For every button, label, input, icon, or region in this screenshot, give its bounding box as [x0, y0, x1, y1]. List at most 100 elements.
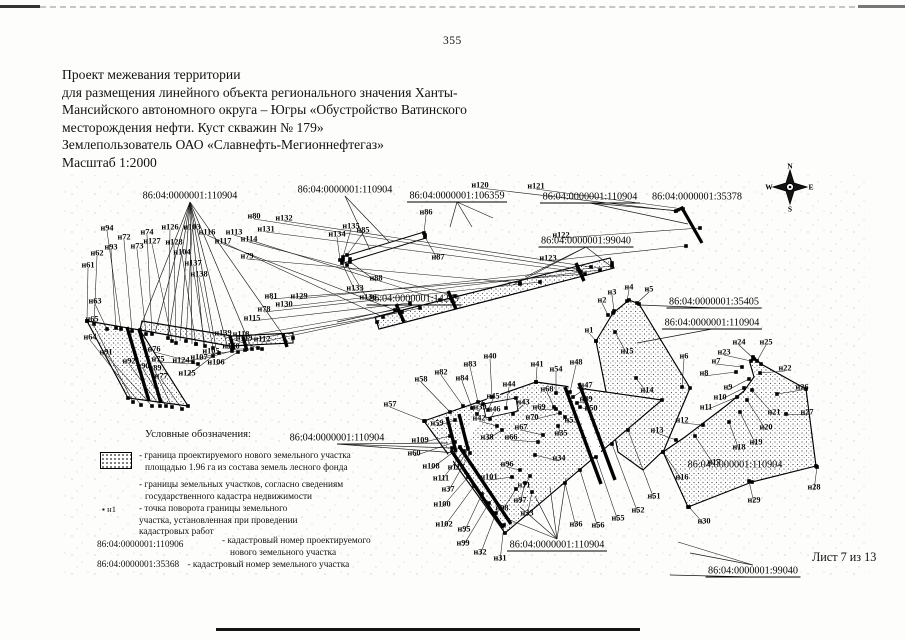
turning-point-marker [393, 308, 397, 312]
point-leader-line [756, 344, 767, 362]
map-point-label: н69 [532, 403, 545, 412]
map-point-label: н128 [165, 238, 182, 247]
turning-point-marker [470, 406, 474, 410]
cadastral-number-label: 86:04:0000001:110904 [298, 185, 393, 196]
parcel-edge-line [343, 237, 427, 264]
point-leader-line [389, 406, 426, 422]
map-point-label: н73 [130, 242, 143, 251]
map-point-label: н96 [500, 460, 513, 469]
turning-point-marker [674, 438, 678, 442]
compass-label-s: S [788, 205, 792, 214]
legend-parcel-swatch [100, 452, 132, 469]
turning-point-marker [423, 233, 427, 237]
map-point-label: н93 [104, 243, 117, 252]
turning-point-marker [510, 475, 514, 479]
cadastral-number-label: 86:04:0000001:14249 [369, 294, 459, 305]
cadastral-leader-line [556, 477, 567, 540]
map-point-label: н132 [275, 214, 292, 223]
point-leader-line [420, 381, 451, 413]
point-leader-line [198, 350, 233, 361]
map-point-label: н127 [143, 237, 160, 246]
map-point-label: н64 [83, 333, 96, 342]
map-point-label: н74 [140, 228, 153, 237]
turning-point-marker [514, 396, 518, 400]
point-leader-line [136, 248, 147, 335]
point-leader-line [233, 234, 441, 301]
map-point-label: н34 [552, 454, 565, 463]
turning-point-marker [466, 475, 470, 479]
point-leader-line [489, 358, 493, 398]
turning-point-marker [458, 445, 462, 449]
cadastral-number-label: 86:04:0000001:110904 [665, 318, 760, 329]
turning-point-marker [747, 479, 751, 483]
map-point-label: н78 [257, 305, 270, 314]
map-point-label: н65 [85, 315, 98, 324]
map-point-label: н102 [435, 520, 452, 529]
point-leader-line [506, 466, 521, 471]
point-leader-line [479, 512, 497, 556]
turning-point-marker [563, 481, 567, 485]
map-point-label: н66 [504, 433, 517, 442]
map-point-label: н124 [172, 356, 189, 365]
turning-point-marker [422, 419, 426, 423]
legend-item-existing-borders: - границы земельных участков, согласно с… [139, 480, 344, 502]
map-point-label: н83 [463, 360, 476, 369]
turning-point-marker [530, 490, 534, 494]
map-point-label: н70 [525, 413, 538, 422]
turning-point-marker [814, 464, 818, 468]
turning-point-marker [191, 360, 195, 364]
map-point-label: н100 [433, 500, 450, 509]
cadastral-leader-line [524, 246, 587, 278]
map-point-label: н112 [254, 335, 271, 344]
map-point-label: н79 [240, 252, 253, 261]
map-point-label: н113 [226, 228, 243, 237]
turning-point-marker [554, 407, 558, 411]
point-leader-line [538, 408, 557, 411]
map-point-label: н2 [598, 296, 607, 305]
map-point-label: н114 [241, 235, 258, 244]
point-leader-line [105, 354, 153, 407]
title-line: Проект межевания территории [62, 67, 241, 82]
point-leader-line [505, 386, 510, 409]
point-leader-line [160, 378, 183, 410]
map-point-label: н9 [724, 383, 733, 392]
map-point-label: н90 [136, 362, 149, 371]
point-leader-line [461, 380, 473, 409]
point-leader-line [110, 249, 117, 329]
turning-point-marker [571, 395, 575, 399]
point-leader-line [662, 451, 683, 481]
turning-point-marker [348, 260, 352, 264]
point-leader-line [681, 358, 685, 388]
turning-point-marker [684, 244, 688, 248]
turning-point-marker [338, 258, 342, 262]
cadastral-leader-line [154, 201, 191, 334]
turning-point-marker [194, 342, 198, 346]
compass-label-w: W [765, 183, 773, 192]
point-leader-line [636, 291, 650, 304]
turning-point-marker [528, 474, 532, 478]
point-leader-line [430, 446, 461, 470]
point-leader-line [728, 421, 740, 451]
turning-point-marker [661, 450, 665, 454]
cadastral-leader-line [456, 201, 494, 219]
map-point-label: н53 [564, 416, 577, 425]
turning-point-marker [139, 403, 143, 407]
cadastral-leader-line [534, 495, 558, 540]
turning-point-marker [480, 492, 484, 496]
point-leader-line [240, 309, 396, 338]
turning-point-marker [203, 344, 207, 348]
point-leader-line [564, 482, 577, 528]
point-leader-line [263, 281, 541, 313]
point-leader-line [595, 456, 619, 522]
map-point-label: н4 [625, 283, 634, 292]
map-point-label: н46 [487, 405, 500, 414]
compass-label-e: E [808, 183, 813, 192]
map-point-label: н17 [707, 458, 720, 467]
map-point-label: н8 [700, 369, 709, 378]
point-leader-line [298, 265, 613, 300]
map-point-label: н136 [359, 293, 376, 302]
turning-point-marker [804, 387, 808, 391]
point-leader-line [534, 454, 560, 462]
document-title-block: Проект межевания территории для размещен… [62, 66, 637, 172]
point-leader-line [748, 480, 755, 504]
